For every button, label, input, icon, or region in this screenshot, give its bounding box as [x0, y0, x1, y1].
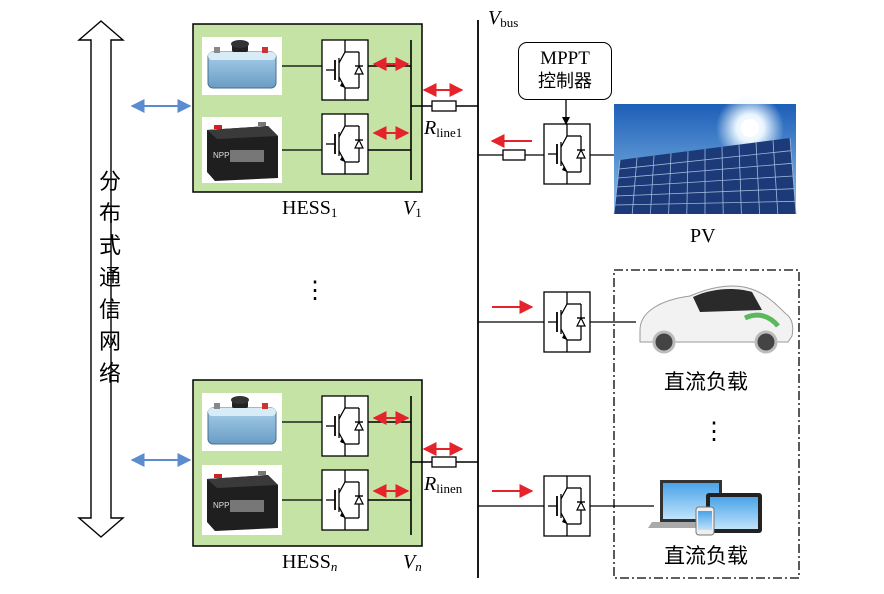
converter-symbol: [543, 123, 591, 185]
communication-arrows: [130, 99, 192, 467]
storage-wires: [282, 65, 322, 501]
converter-symbol: [321, 39, 369, 101]
pv-line-resistor: [502, 149, 526, 161]
mppt-controller-label: 控制器: [538, 71, 592, 92]
v1-label: V1: [403, 197, 422, 220]
devices-icon: [648, 480, 762, 536]
vn-label: Vn: [403, 551, 422, 574]
supercapacitor-icon: [202, 393, 282, 451]
supercapacitor-icon: [202, 37, 282, 95]
load-branches: [478, 321, 654, 507]
svg-text:NPP: NPP: [213, 501, 229, 510]
comm-network-label: 分布式通信网络: [98, 170, 121, 387]
battery-icon: NPP: [202, 465, 282, 535]
converter-symbol: [543, 475, 591, 537]
converter-symbol: [321, 469, 369, 531]
power-flow-arrows: [372, 57, 534, 498]
rlinen-label: Rlinen: [424, 473, 463, 496]
pv-label: PV: [690, 225, 716, 247]
hess1-label: HESS1: [282, 197, 338, 220]
pv-panel-icon: [613, 94, 797, 215]
comm-network-arrow: [77, 20, 125, 538]
dc-load-enclosure: [613, 269, 800, 579]
converter-symbol: [543, 291, 591, 353]
svg-text:NPP: NPP: [213, 151, 229, 160]
rlinen-resistor: [431, 456, 457, 468]
hess-ellipsis: ⋮: [303, 278, 327, 304]
mppt-label: MPPT: [540, 48, 590, 69]
dc-load-label-1: 直流负载: [664, 370, 748, 394]
converter-symbol: [321, 395, 369, 457]
converters: [321, 39, 591, 537]
vbus-label: Vbus: [488, 7, 519, 30]
load-ellipsis: ⋮: [702, 419, 726, 445]
mppt-signal-arrowhead: [562, 117, 570, 125]
battery-icon: NPP: [202, 117, 282, 183]
rline1-resistor: [431, 100, 457, 112]
rline1-label: Rline1: [424, 117, 463, 140]
hessn-label: HESSn: [282, 551, 338, 574]
dc-load-label-2: 直流负载: [664, 544, 748, 568]
converter-symbol: [321, 113, 369, 175]
electric-car-icon: [639, 285, 794, 354]
mppt-controller: MPPT 控制器: [518, 42, 612, 100]
